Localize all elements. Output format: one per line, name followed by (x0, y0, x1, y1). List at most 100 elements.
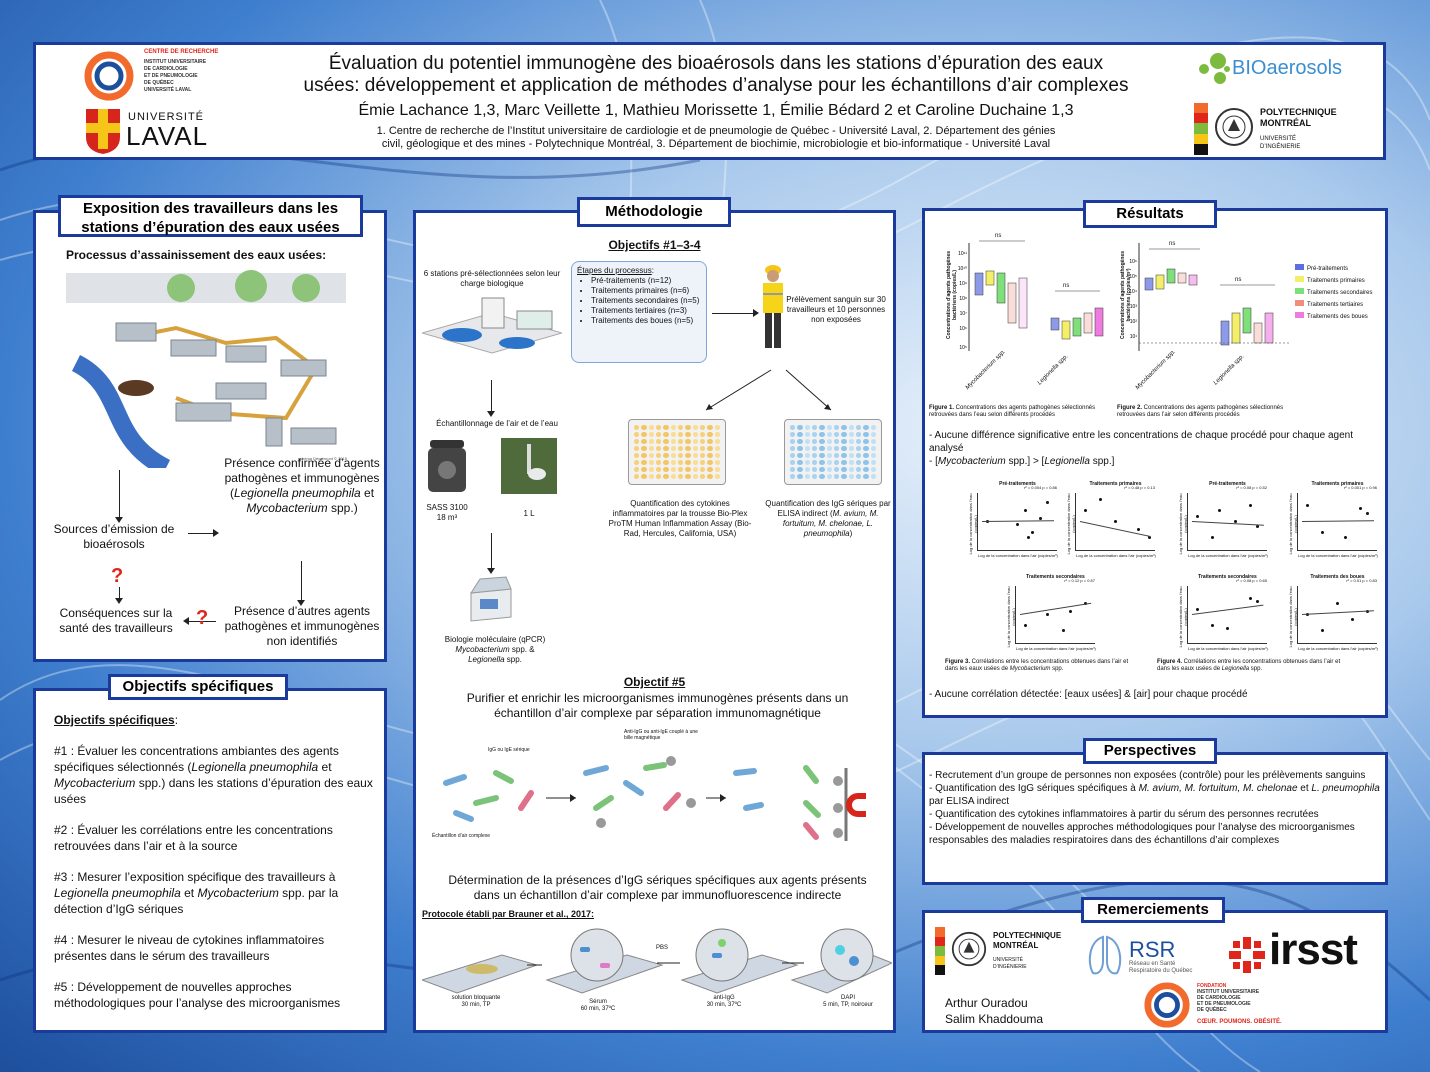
exposition-panel: Processus d’assainissement des eaux usée… (33, 210, 387, 662)
plate-well (700, 467, 706, 472)
plate-well (856, 460, 862, 465)
objectif-item-3: #3 : Mesurer l’exposition spécifique des… (54, 870, 339, 916)
plate-well (663, 453, 669, 458)
scatter-fit-line (1019, 602, 1092, 615)
etape-item: Traitements des boues (n=5) (591, 316, 701, 326)
plate-well (819, 446, 825, 451)
svg-text:10⁶: 10⁶ (1129, 259, 1137, 265)
svg-text:10¹¹: 10¹¹ (958, 251, 967, 257)
plate-well (797, 474, 803, 479)
plate-well (848, 425, 854, 430)
plate-well (848, 474, 854, 479)
obj134-heading: Objectifs #1–3-4 (608, 238, 701, 252)
plate-well (700, 460, 706, 465)
scatter-point (1027, 536, 1031, 540)
plate-well (797, 439, 803, 444)
plate-well (663, 446, 669, 451)
scatter-point (1248, 596, 1252, 600)
plate-well (692, 460, 698, 465)
plate-well (685, 467, 691, 472)
plate-well (648, 439, 654, 444)
plate-well (797, 425, 803, 430)
arrow-down-samp (487, 380, 495, 417)
scatter-point (1336, 602, 1339, 606)
scatter-point (1320, 629, 1324, 633)
plate-well (841, 425, 847, 430)
plate-well (826, 453, 832, 458)
igg-text: Quantification des IgG sériques par ELIS… (765, 499, 891, 538)
plate-well (656, 474, 662, 479)
objectif-item-4: #4 : Mesurer le niveau de cytokines infl… (54, 933, 325, 963)
perspectives-title-tab: Perspectives (1083, 738, 1217, 764)
plate-well (797, 446, 803, 451)
objectif-item-2: #2 : Évaluer les corrélations entre les … (54, 823, 333, 853)
plate-well (663, 425, 669, 430)
legend-item: Traitements primaires (1295, 275, 1372, 287)
plate-well (790, 453, 796, 458)
plate-well (804, 432, 810, 437)
plate-well (641, 460, 647, 465)
plate-well (841, 474, 847, 479)
plate-well (870, 439, 876, 444)
plate-well (834, 446, 840, 451)
plate-well (819, 453, 825, 458)
irsst-logo-text: irsst (1269, 925, 1358, 974)
plate-well (841, 453, 847, 458)
plate-well (634, 432, 640, 437)
plate-well (804, 460, 810, 465)
plate-well (648, 453, 654, 458)
protocol-steps-illustration (422, 928, 892, 994)
plate-well (663, 432, 669, 437)
scatter-xlabel: Log de la concentration dans l’air (copi… (1188, 646, 1268, 651)
svg-text:10⁹: 10⁹ (959, 281, 967, 287)
scatter-fit-line (1301, 520, 1375, 522)
scatter-point (1195, 514, 1199, 518)
scatter-point (1046, 613, 1050, 616)
fig3-caption: Figure 3. Corrélations entre les concent… (945, 659, 1129, 672)
plate-well (841, 460, 847, 465)
scatter-ylabel: Log de la concentration dans l’eau (copi… (968, 493, 978, 555)
plate-well (870, 460, 876, 465)
plate-well (707, 446, 713, 451)
plate-well (834, 439, 840, 444)
scatter-fit-line (981, 520, 1055, 522)
qpcr-text: Biologie moléculaire (qPCR)Mycobacterium… (444, 635, 546, 664)
objectif-item-5: #5 : Développement de nouvelles approche… (54, 980, 341, 1010)
water-label: 1 L (523, 509, 535, 518)
worker-icon (763, 265, 783, 348)
station-illustration (422, 297, 562, 354)
plate-well (670, 432, 676, 437)
plate-well (856, 453, 862, 458)
etapes-box: Étapes du processus: Pré-traitements (n=… (571, 261, 707, 363)
exposition-title-tab: Exposition des travailleurs dans les sta… (58, 195, 363, 237)
scatter-xlabel: Log de la concentration dans l’air (copi… (1298, 646, 1378, 651)
objectifs-panel: Objectifs spécifiques: #1 : Évaluer les … (33, 688, 387, 1033)
resultats-title-tab: Résultats (1083, 200, 1217, 228)
plate-well (700, 446, 706, 451)
fig2-ns-2: ns (1235, 277, 1242, 283)
plate-well (700, 453, 706, 458)
fig1-ns-1: ns (995, 233, 1002, 239)
plate-well (804, 453, 810, 458)
plate-well (634, 460, 640, 465)
plate-well (648, 474, 654, 479)
poly-seal-icon (1215, 108, 1253, 146)
plate-well (714, 446, 720, 451)
plate-well (841, 432, 847, 437)
plate-well (812, 439, 818, 444)
scatter-point (1305, 503, 1309, 507)
scatter-point (1031, 530, 1035, 534)
bioaerosols-dots-icon (1199, 53, 1230, 84)
plate-well (826, 425, 832, 430)
plate-well (656, 467, 662, 472)
plate-well (707, 439, 713, 444)
etape-item: Traitements tertiaires (n=3) (591, 306, 701, 316)
plate-well (707, 460, 713, 465)
etape-item: Pré-traitements (n=12) (591, 276, 701, 286)
arrow-down-qpcr (487, 533, 495, 574)
cytokines-text: Quantification des cytokines inflammatoi… (608, 499, 752, 538)
